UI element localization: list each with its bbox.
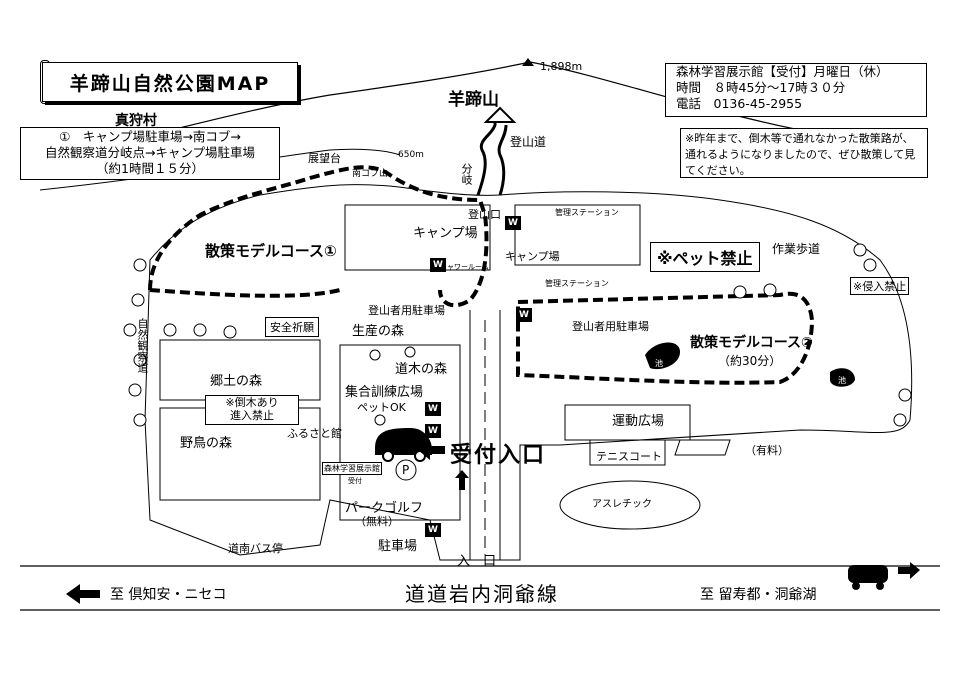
direction-right: 至 留寿都・洞爺湖 <box>700 587 817 603</box>
admin-station-label-2: 管理ステーション <box>545 279 609 288</box>
pond-label-1: 池 <box>655 359 663 368</box>
safety-shrine-label: 安全祈願 <box>265 317 319 337</box>
stroll-course-2: 散策モデルコース② <box>690 335 813 351</box>
fallen-tree-line-1: ※倒木あり <box>225 396 279 409</box>
paid-label: （有料） <box>745 444 789 457</box>
toilet-icon: W <box>425 402 441 416</box>
furusato-hall-label: ふるさと館 <box>287 427 342 440</box>
athletic-label: アスレチック <box>592 499 652 510</box>
parking-p-icon: P <box>402 463 410 477</box>
no-entry-label: ※侵入禁止 <box>850 277 910 295</box>
map-title: 羊蹄山自然公園MAP <box>42 62 298 102</box>
sports-plaza-label: 運動広場 <box>612 414 665 429</box>
tennis-court-label: テニスコート <box>596 450 662 463</box>
south-kobu-label: 南コブ山 <box>352 169 389 179</box>
kyodo-forest-label: 郷土の森 <box>210 374 263 389</box>
course-2-time: （約30分） <box>718 354 782 368</box>
info-line-2: 時間 ８時45分～17時３０分 <box>676 80 846 95</box>
bird-forest-label: 野鳥の森 <box>180 436 233 451</box>
info-line-3: 電話 0136-45-2955 <box>676 96 803 111</box>
stroll-course-1: 散策モデルコース① <box>205 242 337 260</box>
shower-label: シャワールーム <box>440 263 489 271</box>
park-golf-fee: （無料） <box>355 515 399 528</box>
forest-seisan-label: 生産の森 <box>352 324 405 339</box>
camp-label: キャンプ場 <box>413 226 478 241</box>
route-line-1: ① キャンプ場駐車場→南コブ→ <box>59 129 241 144</box>
pet-ban-notice: ※ペット禁止 <box>650 242 760 272</box>
fallen-tree-box: ※倒木あり 進入禁止 <box>205 395 299 425</box>
trail-label: 登山道 <box>510 135 547 149</box>
camp-label-2: キャンプ場 <box>505 250 560 263</box>
pet-ok-label: ペットOK <box>357 401 406 414</box>
exhibit-hall-label: 森林学習展示館 <box>322 462 382 475</box>
toilet-icon: W <box>425 523 441 537</box>
park-golf-label: パークゴルフ <box>345 501 424 516</box>
road-name: 道道岩内洞爺線 <box>405 582 559 606</box>
trail-notice: ※昨年まで、倒木等で通れなかった散策路が、通れるようになりましたので、ぜひ散策し… <box>680 128 928 178</box>
trailhead-label: 登山口 <box>468 208 501 221</box>
info-line-1: 森林学習展示館【受付】月曜日（休） <box>676 64 889 79</box>
south-kobu-elevation: 650m <box>398 150 424 160</box>
observatory-label: 展望台 <box>308 152 341 165</box>
forest-doboku-label: 道木の森 <box>395 362 448 377</box>
parking-label: 駐車場 <box>378 539 418 554</box>
mountain-name: 羊蹄山 <box>448 90 499 110</box>
toilet-icon: W <box>430 258 446 272</box>
route-line-3: （約1時間１５分） <box>96 161 204 176</box>
toilet-icon: W <box>505 216 521 230</box>
admin-station-label: 管理ステーション <box>555 208 619 217</box>
entrance-label: 入 口 <box>457 554 497 569</box>
branch-label: 分岐 <box>460 163 473 185</box>
climber-parking-1: 登山者用駐車場 <box>368 304 445 317</box>
bus-stop-label: 道南バス停 <box>228 542 283 555</box>
fallen-tree-line-2: 進入禁止 <box>230 409 274 422</box>
direction-left: 至 倶知安・ニセコ <box>110 587 227 603</box>
route-info-box: ① キャンプ場駐車場→南コブ→ 自然観察道分岐点→キャンプ場駐車場 （約1時間１… <box>20 127 280 180</box>
pond-label-2: 池 <box>838 376 846 385</box>
route-line-2: 自然観察道分岐点→キャンプ場駐車場 <box>44 145 256 160</box>
shugo-plaza-label: 集合訓練広場 <box>345 385 424 400</box>
village-name: 真狩村 <box>115 113 157 129</box>
exhibit-info-box: 森林学習展示館【受付】月曜日（休） 時間 ８時45分～17時３０分 電話 013… <box>665 63 927 117</box>
summit-elevation: 1,898m <box>540 60 583 73</box>
climber-parking-2: 登山者用駐車場 <box>572 320 649 333</box>
nature-trail-label: 自然観察道 <box>136 318 149 373</box>
reception-entrance: 受付入口 <box>450 443 547 468</box>
toilet-icon: W <box>516 308 532 322</box>
exhibit-uketsuke-label: 受付 <box>348 477 362 485</box>
work-path-label: 作業歩道 <box>772 242 821 256</box>
toilet-icon: W <box>425 424 441 438</box>
